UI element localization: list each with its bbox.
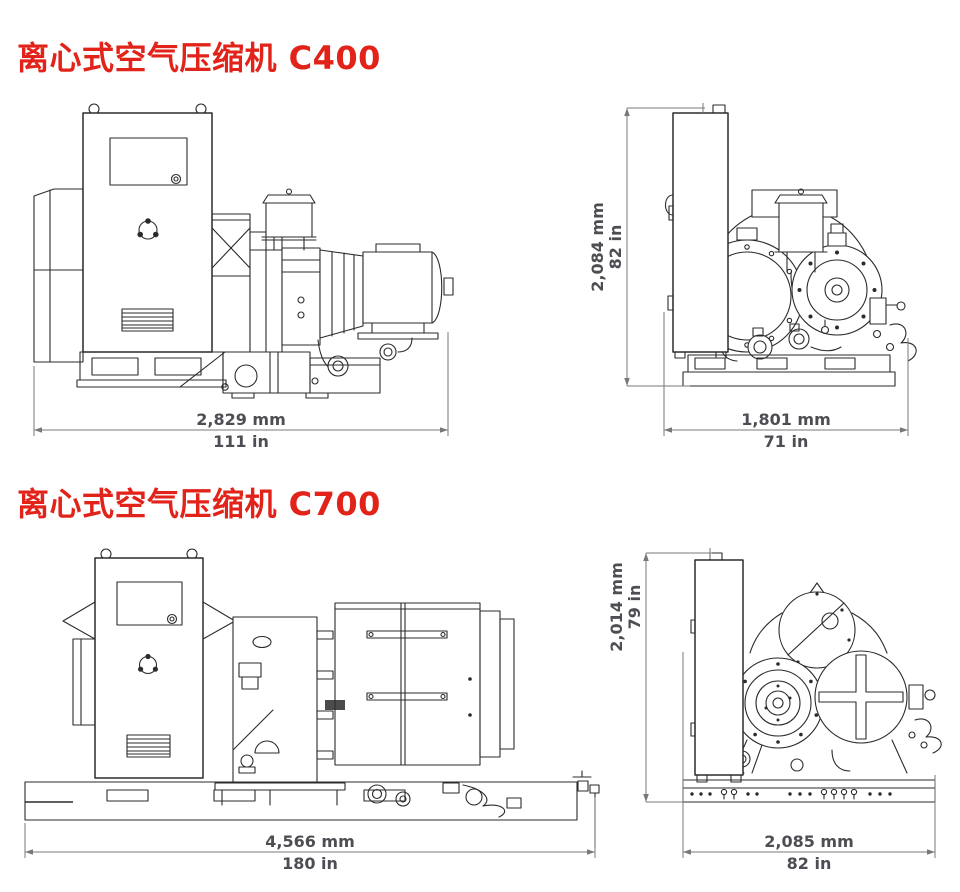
c400-cabinet-vent-grille <box>121 308 174 332</box>
c400-front-width-in: 111 in <box>213 432 269 451</box>
c700-front-heat-exchanger <box>325 602 515 766</box>
c400-front-cabinet <box>82 103 213 353</box>
c700-side-cross-cover <box>814 650 908 744</box>
c700-side-height-in: 79 in <box>625 585 644 630</box>
c400-front-left-assembly <box>33 188 84 363</box>
c400-side-width-in: 71 in <box>764 432 809 451</box>
c700-front-piping <box>367 782 522 818</box>
c700-side-height-mm: 2,014 mm <box>607 562 626 652</box>
c400-side-height-in: 82 in <box>606 225 625 270</box>
c700-side-machine <box>727 582 942 774</box>
c700-side-height-dimension: 2,014 mm 79 in <box>607 548 712 803</box>
c400-front-view-drawing: 2,829 mm 111 in <box>33 103 454 451</box>
c700-front-width-in: 180 in <box>282 854 338 873</box>
c700-front-width-dimension: 4,566 mm 180 in <box>24 797 596 873</box>
c700-front-drive-section <box>232 616 334 784</box>
c400-side-base <box>682 354 896 387</box>
c700-front-view-drawing: 4,566 mm 180 in <box>24 548 600 873</box>
c400-side-width-dimension: 1,801 mm 71 in <box>663 312 909 451</box>
c400-front-width-dimension: 2,829 mm 111 in <box>33 332 449 451</box>
c700-side-view-drawing: 2,014 mm 79 in 2,085 mm 82 in <box>607 548 942 873</box>
c700-side-width-in: 82 in <box>787 854 832 873</box>
c400-cabinet-symbol-icon <box>137 218 159 240</box>
c700-front-stand <box>214 782 346 806</box>
c700-cabinet-symbol-icon <box>138 653 158 675</box>
c700-side-cabinet <box>690 552 744 783</box>
c400-side-view-drawing: 2,084 mm 82 in 1,801 mm 71 in <box>588 103 917 451</box>
c400-side-height-dimension: 2,084 mm 82 in <box>588 103 705 387</box>
c700-section-title: 离心式空气压缩机 C700 <box>17 485 381 523</box>
c400-side-air-filter <box>774 188 828 273</box>
c400-stage2-bolt-holes <box>797 250 877 330</box>
c400-front-motor <box>357 243 454 340</box>
c400-side-height-mm: 2,084 mm <box>588 202 607 292</box>
c700-front-cabinet <box>94 548 204 779</box>
c400-front-base <box>76 351 381 399</box>
c400-front-width-mm: 2,829 mm <box>196 410 286 429</box>
c700-side-base <box>682 779 936 803</box>
c700-side-width-dimension: 2,085 mm 82 in <box>682 652 936 873</box>
c400-side-width-mm: 1,801 mm <box>741 410 831 429</box>
c700-side-width-mm: 2,085 mm <box>764 832 854 851</box>
c400-section-title: 离心式空气压缩机 C400 <box>17 39 381 77</box>
c400-side-cabinet <box>664 104 729 359</box>
c700-side-base-bolts <box>690 788 892 800</box>
c400-front-air-filter <box>261 188 317 251</box>
c700-front-width-mm: 4,566 mm <box>265 832 355 851</box>
c700-cabinet-vent-grille <box>126 734 171 758</box>
c400-side-piping <box>720 297 917 362</box>
c400-front-piping <box>311 337 413 385</box>
